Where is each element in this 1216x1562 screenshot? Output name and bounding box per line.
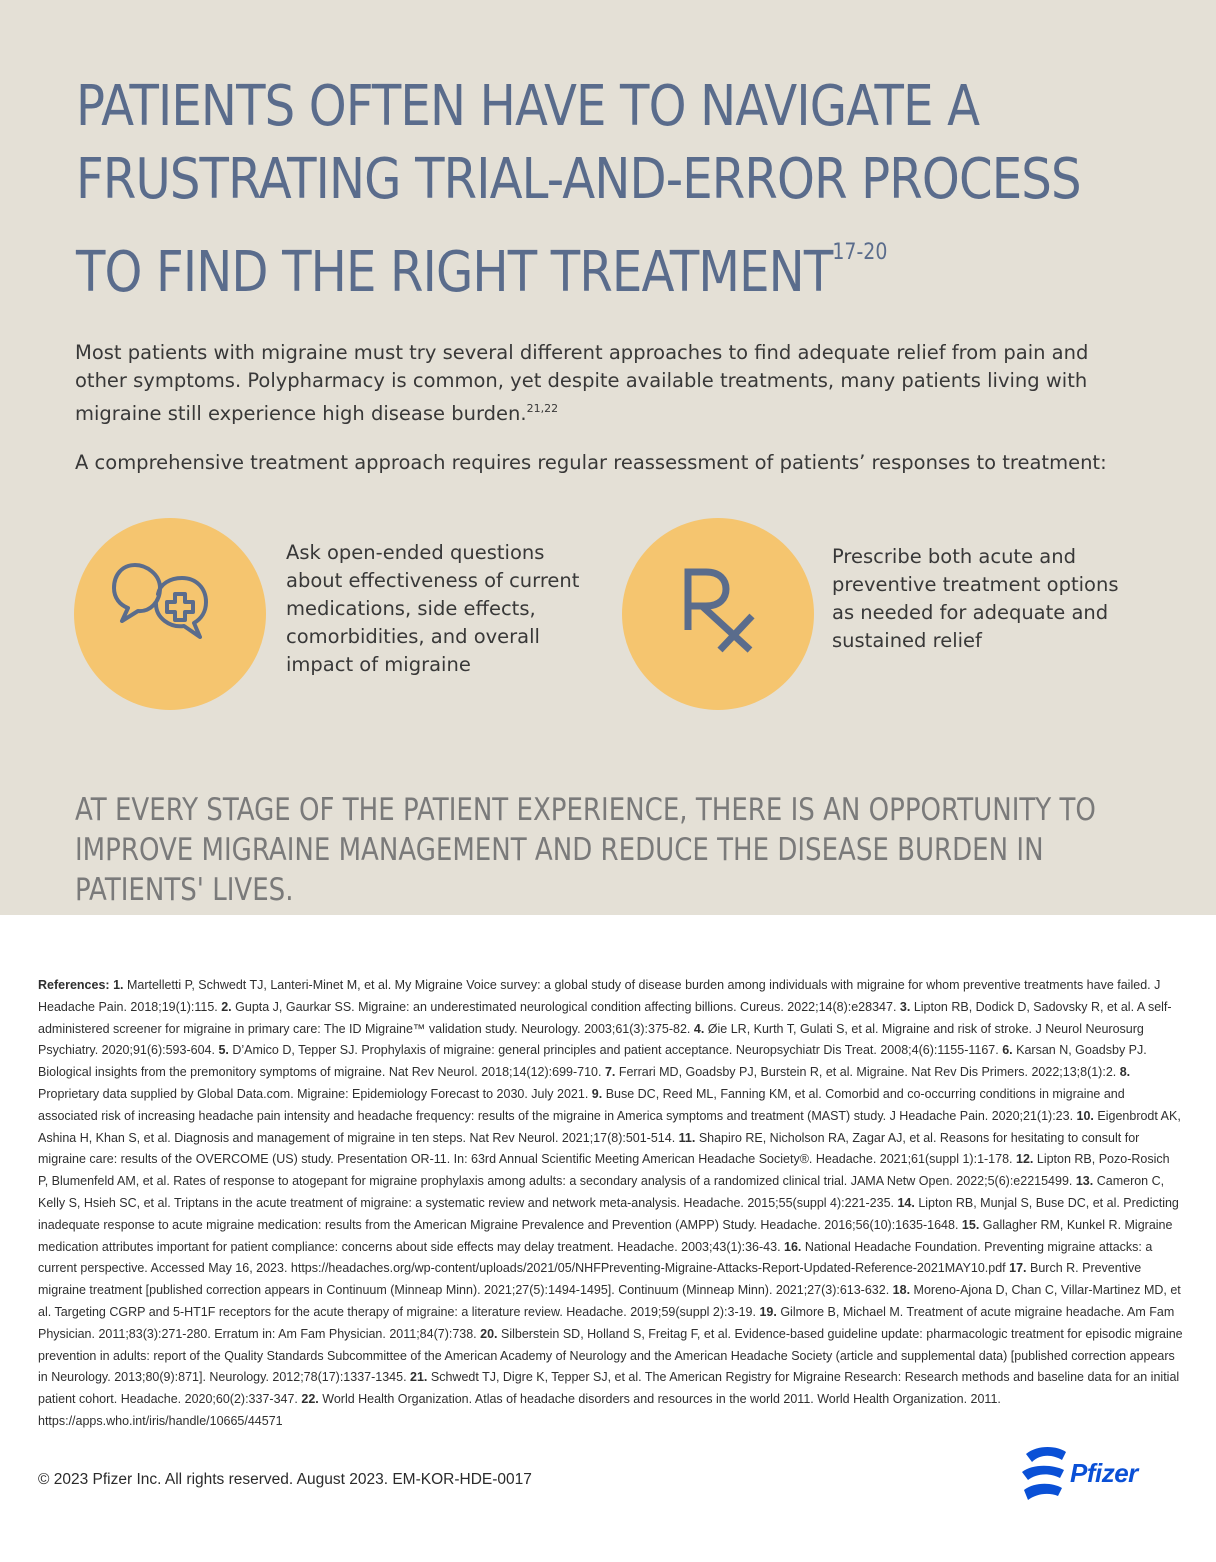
intro-paragraph: Most patients with migraine must try sev…	[75, 341, 1089, 425]
chat-icon-circle	[74, 518, 266, 710]
rx-prescription-icon	[684, 568, 755, 653]
references-label: References:	[38, 978, 110, 992]
page-headline: PATIENTS OFTEN HAVE TO NAVIGATE A FRUSTR…	[76, 74, 1082, 305]
copyright-line: © 2023 Pfizer Inc. All rights reserved. …	[38, 1471, 532, 1488]
hero-panel: PATIENTS OFTEN HAVE TO NAVIGATE A FRUSTR…	[0, 0, 1216, 915]
lead-paragraph: A comprehensive treatment approach requi…	[75, 451, 1107, 474]
pfizer-helix-icon	[1022, 1447, 1066, 1500]
references-block: References: 1. Martelletti P, Schwedt TJ…	[38, 978, 1183, 1428]
logo-wordmark: Pfizer	[1070, 1458, 1138, 1488]
point-ask-questions: Ask open-ended questions about effective…	[286, 541, 580, 676]
headline-citation: 17-20	[832, 240, 888, 265]
chat-bubbles-medical-cross-icon	[112, 563, 208, 639]
closing-statement: AT EVERY STAGE OF THE PATIENT EXPERIENCE…	[75, 792, 1096, 908]
intro-citation: 21,22	[526, 402, 559, 415]
pfizer-logo: Pfizer	[1018, 1442, 1168, 1504]
rx-icon-circle	[622, 518, 814, 710]
point-prescribe-both: Prescribe both acute and preventive trea…	[832, 545, 1119, 652]
